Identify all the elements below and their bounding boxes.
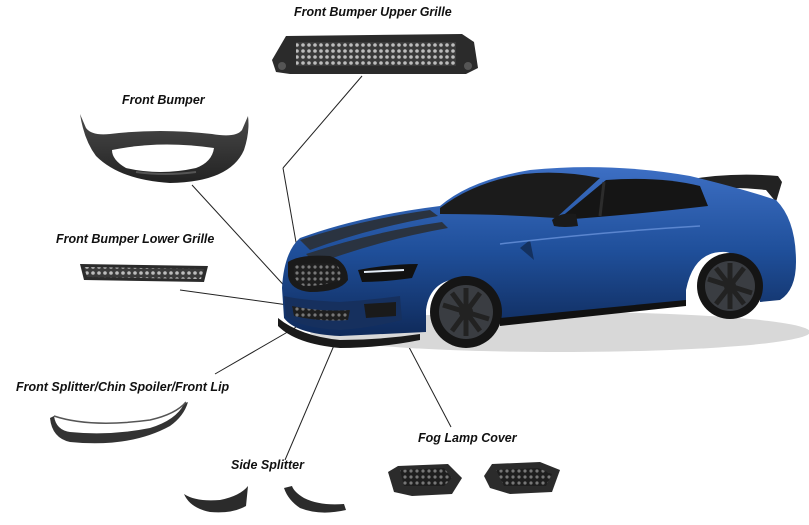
front-wheel — [430, 276, 502, 348]
car-side-window — [560, 178, 708, 220]
car-illustration — [278, 167, 809, 352]
label-front-bumper: Front Bumper — [122, 93, 205, 107]
leader-splitter — [214, 325, 299, 375]
car-mirror — [552, 213, 578, 227]
fog-lamp-cover-right-part — [484, 462, 560, 494]
label-front-bumper-upper-grille: Front Bumper Upper Grille — [294, 5, 452, 19]
lower-grille-part — [80, 264, 208, 282]
car-windows — [440, 172, 600, 218]
leader-lines — [179, 75, 452, 461]
front-bumper-part — [80, 114, 249, 183]
car-headlight — [358, 264, 418, 282]
car-splitter — [278, 318, 420, 348]
side-splitter-left-part — [184, 486, 248, 513]
leader-side-splitter — [284, 342, 336, 461]
label-fog-lamp-cover: Fog Lamp Cover — [418, 431, 517, 445]
leader-bumper — [191, 184, 291, 293]
label-side-splitter: Side Splitter — [231, 458, 304, 472]
front-splitter-part — [50, 401, 188, 444]
fog-lamp-cover-left-part — [388, 464, 462, 496]
side-splitter-right-part — [284, 486, 346, 513]
car-fog-lamp — [364, 302, 396, 318]
upper-grille-part — [272, 34, 478, 74]
label-front-splitter: Front Splitter/Chin Spoiler/Front Lip — [16, 380, 230, 394]
hood-stripe — [300, 210, 438, 250]
leader-lower-grille — [179, 289, 289, 306]
leader-upper-grille — [282, 75, 363, 169]
label-front-bumper-lower-grille: Front Bumper Lower Grille — [56, 232, 215, 246]
rear-wheel — [697, 253, 763, 319]
